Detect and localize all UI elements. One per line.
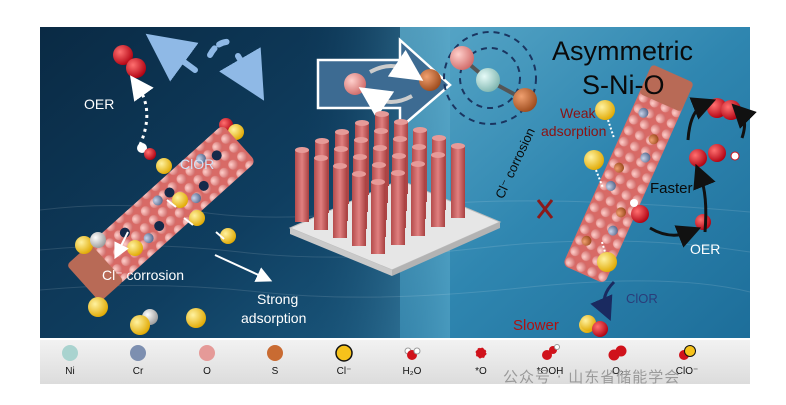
h2o-molecule-icon bbox=[382, 343, 442, 363]
nanopillar bbox=[411, 164, 425, 236]
left-clor-label: ClOR bbox=[180, 156, 215, 172]
legend-label: H₂O bbox=[402, 366, 422, 377]
slower-label: Slower bbox=[513, 317, 559, 334]
nanopillar-top bbox=[451, 143, 465, 149]
weak-adsorption-label-1: Weak bbox=[560, 105, 596, 121]
nanopillar-top bbox=[394, 119, 408, 125]
exchange-arrow-icon bbox=[316, 37, 452, 131]
ni-atom-icon bbox=[40, 343, 100, 363]
legend-label: *O bbox=[475, 366, 487, 377]
title-line-1: Asymmetric bbox=[552, 36, 693, 66]
legend-bar: Ni Cr O S Cl⁻ H₂O *O *OOH O₂ ClO⁻ bbox=[40, 340, 750, 384]
left-corrosion-label: Cl⁻ corrosion bbox=[102, 267, 185, 283]
ooh-intermediate-icon bbox=[137, 143, 156, 160]
corrosion-blocked-icon bbox=[536, 199, 554, 219]
nanopillar-top bbox=[392, 153, 406, 159]
cr-atom-icon bbox=[108, 343, 168, 363]
nanopillar-top bbox=[391, 170, 405, 176]
ooh-intermediate-icon bbox=[520, 343, 580, 363]
legend-item: ClO⁻ bbox=[657, 340, 717, 384]
nanopillar-top bbox=[333, 163, 347, 169]
nanopillar-top bbox=[315, 138, 329, 144]
legend-label: Cl⁻ bbox=[336, 366, 352, 377]
legend-label: Cr bbox=[132, 366, 144, 377]
bond-marks bbox=[595, 119, 615, 253]
nicl-pair-icon bbox=[75, 232, 206, 335]
clo-ion-icon bbox=[580, 315, 608, 337]
right-nanorod bbox=[564, 65, 693, 282]
faster-label: Faster bbox=[650, 180, 693, 197]
nanopillar bbox=[314, 158, 328, 230]
legend-item: O₂ bbox=[588, 340, 648, 384]
nanopillar-top bbox=[353, 154, 367, 160]
nanopillar-top bbox=[334, 146, 348, 152]
strong-adsorption-label-2: adsorption bbox=[241, 310, 307, 326]
legend-label: Ni bbox=[65, 366, 75, 377]
nanopillar bbox=[371, 182, 385, 254]
cl-ion-icon bbox=[127, 158, 236, 256]
title-line-2: S-Ni-O bbox=[582, 70, 665, 100]
legend-item: Ni bbox=[40, 340, 100, 384]
nanopillar-top bbox=[354, 137, 368, 143]
nanopillar-top bbox=[373, 145, 387, 151]
right-clor-label: ClOR bbox=[626, 291, 658, 306]
legend-label: *OOH bbox=[536, 366, 564, 377]
nanopillar-top bbox=[432, 135, 446, 141]
weak-adsorption-label-2: adsorption bbox=[541, 123, 607, 139]
cycle-arrows-icon bbox=[145, 33, 265, 101]
nanopillar-top bbox=[372, 162, 386, 168]
nanopillar bbox=[352, 174, 366, 246]
legend-label: ClO⁻ bbox=[675, 366, 699, 377]
s-ni-o-motif-icon bbox=[443, 31, 537, 125]
clo-ion-icon bbox=[657, 343, 717, 363]
nanopillar-top bbox=[375, 111, 389, 117]
nanopillar-top bbox=[355, 120, 369, 126]
right-oer-label: OER bbox=[690, 241, 721, 257]
nanopillar-top bbox=[314, 155, 328, 161]
legend-item: H₂O bbox=[382, 340, 442, 384]
o2-molecule-icon bbox=[588, 343, 648, 363]
legend-item: Cl⁻ bbox=[314, 340, 374, 384]
o-intermediate-icon bbox=[451, 343, 511, 363]
nanopillar-top bbox=[335, 129, 349, 135]
watermark-text: 公众号 · 山东省储能学会 bbox=[503, 368, 681, 386]
left-oer-label: OER bbox=[84, 96, 115, 112]
cl-ion-icon bbox=[314, 343, 374, 363]
oer-path-arrow bbox=[129, 75, 154, 146]
nanopillar-top bbox=[295, 147, 309, 153]
legend-label: S bbox=[271, 366, 279, 377]
nanopillar-top bbox=[411, 161, 425, 167]
nanopillar-top bbox=[412, 144, 426, 150]
o2-molecule-icon bbox=[113, 45, 146, 78]
nanopillar bbox=[431, 155, 445, 227]
strong-adsorption-label-1: Strong bbox=[257, 291, 299, 307]
nanopillar bbox=[391, 173, 405, 245]
legend-item: *O bbox=[451, 340, 511, 384]
nanopillar-top bbox=[431, 152, 445, 158]
nanopillar-top bbox=[393, 136, 407, 142]
legend-item: *OOH bbox=[520, 340, 580, 384]
nanopillar-top bbox=[371, 179, 385, 185]
legend-item: O bbox=[177, 340, 237, 384]
legend-label: O₂ bbox=[612, 366, 624, 377]
clor-slow-arrow bbox=[590, 280, 616, 322]
legend-label: O bbox=[203, 366, 211, 377]
strong-adsorption-arrow bbox=[214, 254, 273, 282]
legend-item: S bbox=[245, 340, 305, 384]
nanopillar bbox=[451, 146, 465, 218]
nanopillar bbox=[333, 166, 347, 238]
nanopillar-top bbox=[413, 127, 427, 133]
nanopillar-top bbox=[352, 171, 366, 177]
s-atom-icon bbox=[245, 343, 305, 363]
nanopillar-top bbox=[374, 128, 388, 134]
nanopillar bbox=[295, 150, 309, 222]
legend-item: Cr bbox=[108, 340, 168, 384]
bond-marks bbox=[166, 199, 225, 240]
oer-cycle-arrows bbox=[649, 97, 757, 248]
corrosion-arrow bbox=[114, 231, 129, 260]
pillars-group bbox=[295, 111, 465, 254]
o-atom-icon bbox=[177, 343, 237, 363]
